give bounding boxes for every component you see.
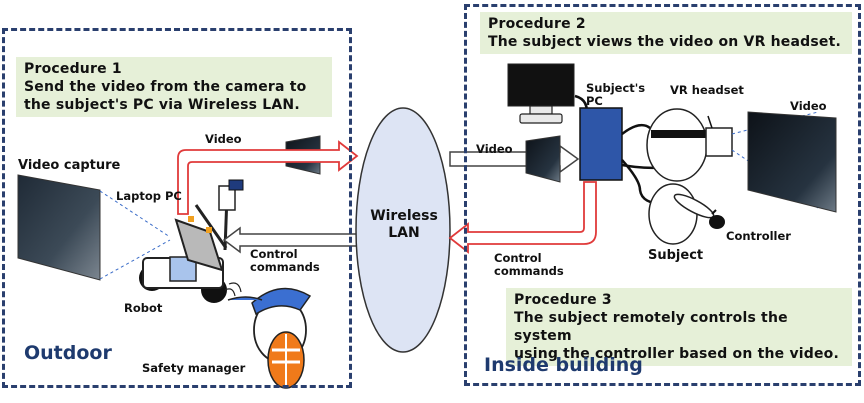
video-capture-screen bbox=[17, 174, 171, 281]
inside-building-panel bbox=[464, 4, 861, 386]
robot-illustration bbox=[139, 179, 244, 303]
inside-building-area-label: Inside building bbox=[484, 354, 643, 376]
control-arrow-right bbox=[448, 181, 597, 254]
procedure-2-line1: The subject views the video on VR headse… bbox=[488, 34, 842, 50]
control-commands-label-left: Control commands bbox=[250, 247, 320, 274]
control-arrow-left bbox=[222, 226, 358, 254]
procedure-3-title: Procedure 3 bbox=[514, 292, 612, 308]
subject-label: Subject bbox=[648, 248, 704, 263]
wireless-lan-ellipse bbox=[355, 107, 451, 353]
procedure-1-line1: Send the video from the camera to bbox=[24, 79, 307, 95]
procedure-1-box: Procedure 1 Send the video from the came… bbox=[16, 57, 332, 117]
safety-manager-label: Safety manager bbox=[142, 361, 246, 375]
robot-label: Robot bbox=[124, 301, 163, 315]
vr-video-screen bbox=[747, 111, 837, 213]
vr-headset-label: VR headset bbox=[670, 83, 744, 97]
wireless-lan-label: Wireless LAN bbox=[370, 208, 438, 241]
procedure-3-line2: using the controller based on the video. bbox=[514, 346, 840, 362]
safety-manager-illustration bbox=[227, 287, 312, 389]
monitor-illustration bbox=[507, 63, 589, 124]
subjects-pc-box bbox=[579, 107, 623, 181]
subjects-pc-label: Subject's PC bbox=[586, 81, 646, 108]
outdoor-panel bbox=[2, 28, 352, 388]
control-commands-label-right: Control commands bbox=[494, 251, 564, 278]
video-arrow-left bbox=[177, 140, 359, 215]
procedure-3-box: Procedure 3 The subject remotely control… bbox=[506, 288, 852, 366]
subject-illustration bbox=[648, 183, 725, 245]
video-label-right: Video bbox=[476, 142, 513, 156]
video-capture-label: Video capture bbox=[18, 158, 121, 173]
procedure-3-line1: The subject remotely controls the system bbox=[514, 310, 788, 344]
vr-video-label: Video bbox=[790, 99, 827, 113]
laptop-pc-label: Laptop PC bbox=[116, 189, 182, 203]
procedure-2-title: Procedure 2 bbox=[488, 16, 586, 32]
outdoor-area-label: Outdoor bbox=[24, 342, 112, 364]
controller-label: Controller bbox=[726, 229, 791, 243]
procedure-1-line2: the subject's PC via Wireless LAN. bbox=[24, 97, 300, 113]
video-thumbnail-right bbox=[525, 135, 561, 183]
procedure-2-box: Procedure 2 The subject views the video … bbox=[480, 12, 852, 54]
video-label-left: Video bbox=[205, 132, 242, 146]
procedure-1-title: Procedure 1 bbox=[24, 61, 122, 77]
